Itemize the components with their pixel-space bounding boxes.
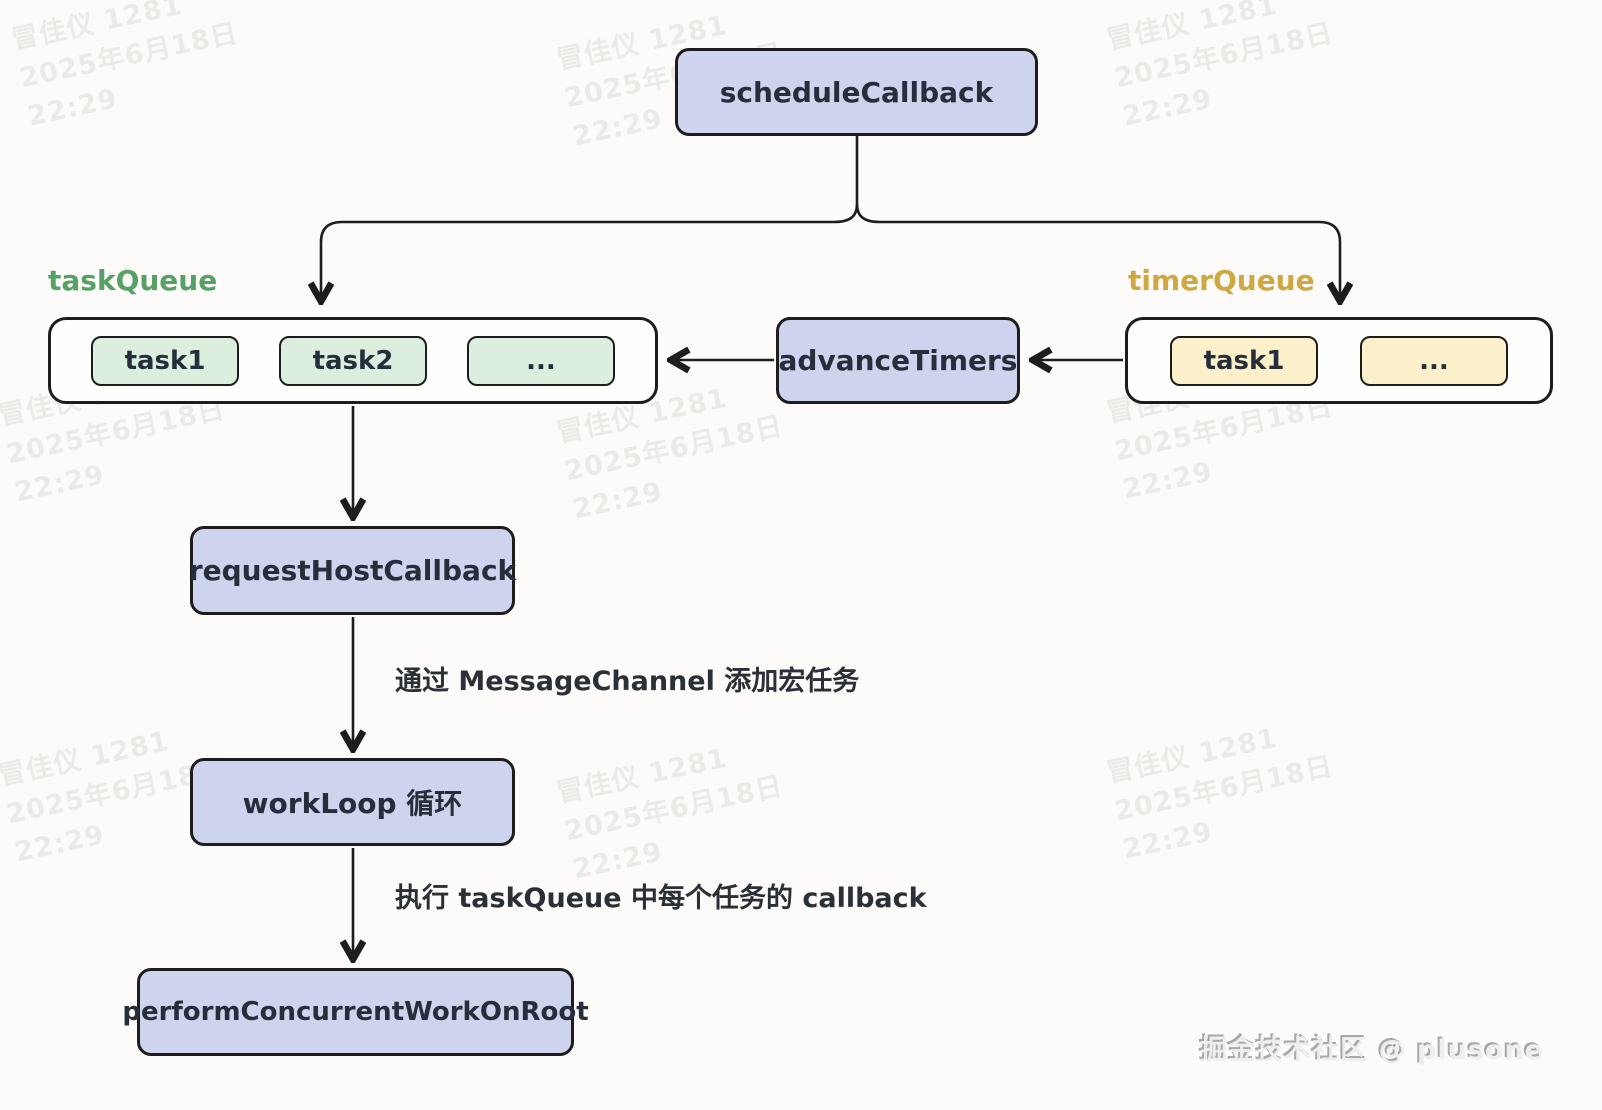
node-work-loop-label: workLoop 循环 [242,787,463,820]
task-queue-item: task2 [279,335,427,386]
node-work-loop: workLoop 循环 [190,758,515,846]
timer-queue-item: task1 [1170,335,1318,386]
task-queue-item: ... [467,335,615,386]
task-queue-container: task1 task2 ... [48,317,658,404]
node-schedule-callback-label: scheduleCallback [719,75,994,109]
node-perform-concurrent-work: performConcurrentWorkOnRoot [122,968,589,1056]
timer-queue-label: timerQueue [1128,264,1315,297]
edge-label-message-channel: 通过 MessageChannel 添加宏任务 [395,666,860,697]
node-perform-concurrent-work-label: performConcurrentWorkOnRoot [122,997,589,1027]
timer-queue-container: task1 ... [1125,317,1553,404]
node-advance-timers: advanceTimers [776,317,1020,404]
task-queue-item: task1 [91,335,239,386]
node-schedule-callback: scheduleCallback [675,48,1038,136]
edge-schedule-to-taskqueue [321,203,859,300]
node-request-host-callback: requestHostCallback [188,526,517,615]
timer-queue-item: ... [1360,335,1508,386]
task-queue-label: taskQueue [48,264,218,297]
node-advance-timers-label: advanceTimers [778,344,1018,377]
community-credit: 掘金技术社区 @ plusone [1200,1035,1544,1066]
node-request-host-callback-label: requestHostCallback [188,554,517,587]
edge-label-execute-callbacks: 执行 taskQueue 中每个任务的 callback [395,883,927,914]
